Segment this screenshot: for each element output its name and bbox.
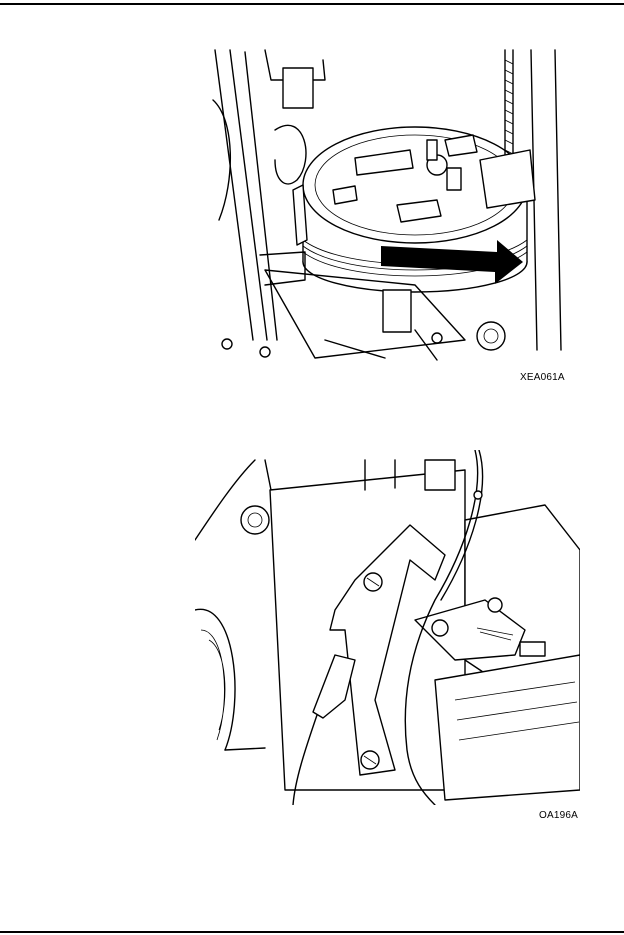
figure-reel-assembly	[205, 40, 575, 365]
figure-sensor-bracket	[195, 450, 580, 805]
figure-2-caption: OA196A	[539, 810, 579, 821]
sensor-bracket-drawing	[195, 450, 580, 805]
reel-assembly-drawing	[212, 49, 562, 361]
top-rule	[0, 3, 624, 5]
figure-1-caption: XEA061A	[520, 372, 565, 383]
bottom-rule	[0, 931, 624, 933]
